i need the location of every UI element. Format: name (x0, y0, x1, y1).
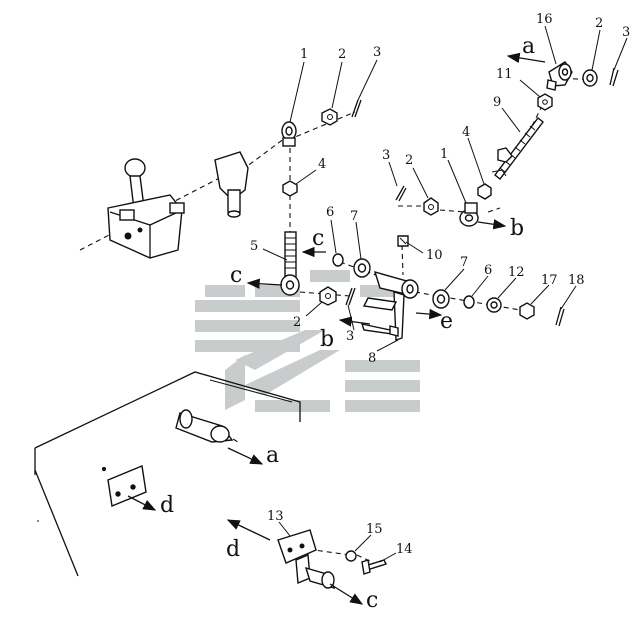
callout-5: 5 (250, 239, 258, 254)
nut-2-right (423, 197, 439, 216)
callout-3-top: 3 (373, 45, 381, 60)
assembly-guide-lines (79, 77, 601, 566)
callout-8: 8 (368, 351, 376, 366)
rod-end-5 (280, 231, 300, 296)
arrow-label-c-left: c (230, 263, 242, 288)
washer-6-left (332, 253, 344, 267)
callout-14: 14 (396, 542, 413, 557)
arrow-label-a-box: a (266, 443, 279, 468)
bolt-10 (397, 235, 409, 247)
screw-14 (361, 559, 387, 575)
callout-12: 12 (508, 265, 525, 280)
callout-9: 9 (493, 95, 501, 110)
callout-4-right: 4 (462, 125, 470, 140)
housing-box (34, 371, 301, 577)
arrow-label-d-bottom: d (226, 537, 240, 562)
leader-lines (262, 25, 628, 563)
threaded-rod-9 (491, 117, 544, 180)
arrow-label-b-mid: b (320, 327, 334, 352)
nut-2-mid (319, 286, 337, 306)
box-bracket (107, 465, 147, 507)
arrow-label-c-mid: c (312, 226, 324, 251)
callout-2-top: 2 (338, 47, 346, 62)
rod-end-1-right (459, 202, 479, 227)
washer-12 (486, 297, 502, 313)
direction-letters: a b c c b e a d d c (160, 34, 535, 613)
nut-2-top (321, 108, 338, 126)
bolt-mid (360, 323, 399, 337)
washer-15 (345, 550, 357, 562)
rod-end-1-top (281, 121, 297, 147)
cotter-pin-3-top (351, 99, 362, 118)
lever-link (214, 151, 249, 218)
callout-3-mid: 3 (346, 329, 354, 344)
nut-11 (537, 93, 553, 111)
bracket-13 (277, 529, 336, 590)
callout-3-topright: 3 (622, 25, 630, 40)
callout-15: 15 (366, 522, 383, 537)
callout-6-left: 6 (326, 205, 334, 220)
arrow-label-b-right: b (510, 216, 524, 241)
callout-1-top: 1 (300, 47, 308, 62)
callout-numbers: 1 2 3 4 5 2 3 8 6 7 10 3 2 1 4 9 11 16 2… (250, 12, 630, 557)
callout-2-right: 2 (405, 153, 413, 168)
callout-7-left: 7 (350, 209, 358, 224)
callout-10: 10 (426, 248, 443, 263)
callout-18: 18 (568, 273, 585, 288)
cross-lever-8 (362, 270, 419, 341)
callout-2-topright: 2 (595, 16, 603, 31)
shift-lever-assembly (107, 158, 185, 259)
arrow-label-e-mid: e (440, 309, 453, 334)
callout-1-right: 1 (440, 147, 448, 162)
cotter-pin-3-topright (609, 67, 619, 87)
callout-3-right: 3 (382, 148, 390, 163)
nut-2-topright (582, 69, 598, 87)
callout-16: 16 (536, 12, 553, 27)
callout-13: 13 (267, 509, 284, 524)
direction-arrows (127, 52, 546, 605)
nut-4-right (477, 183, 492, 200)
cotter-pin-3-mid (345, 287, 356, 306)
cotter-pin-3-right (395, 185, 407, 202)
arrow-label-c-bottom: c (366, 588, 378, 613)
nut-4-left (282, 180, 298, 197)
callout-17: 17 (541, 273, 558, 288)
arrow-label-d-box: d (160, 493, 174, 518)
washer-6-right (463, 295, 475, 309)
watermark-logo (195, 270, 420, 412)
callout-7-right: 7 (460, 255, 468, 270)
callout-2-mid: 2 (293, 315, 301, 330)
washer-7-right (432, 289, 450, 309)
washer-7-left (353, 258, 371, 278)
callout-6-right: 6 (484, 263, 492, 278)
callout-4-left: 4 (318, 157, 326, 172)
arrow-label-a-top: a (522, 34, 535, 59)
rod-end-16 (546, 61, 573, 91)
nut-17 (519, 302, 535, 320)
callout-11: 11 (496, 67, 513, 82)
box-pin (175, 409, 234, 443)
pin-18 (555, 306, 565, 327)
